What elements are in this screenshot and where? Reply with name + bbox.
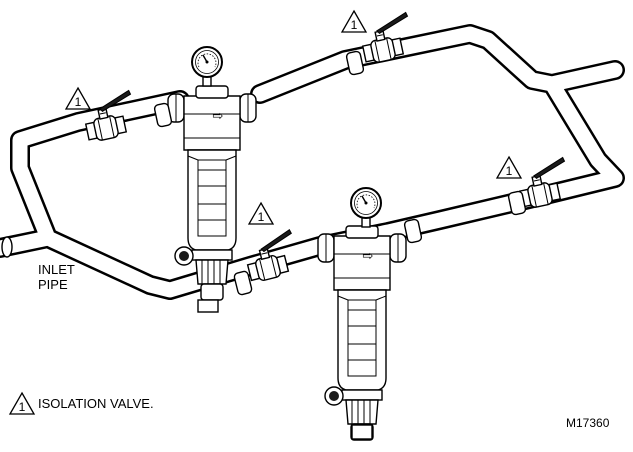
svg-text:1: 1 — [351, 18, 358, 32]
svg-text:1: 1 — [506, 164, 513, 178]
legend-text: ISOLATION VALVE. — [38, 396, 154, 411]
callout-triangle-2: 1 — [341, 10, 367, 33]
inlet-label-line2: PIPE — [38, 277, 68, 292]
filter-lower: ⇨ — [317, 225, 407, 441]
svg-text:1: 1 — [19, 400, 26, 414]
flow-arrow: ⇨ — [363, 249, 374, 264]
pipe-coupling — [507, 190, 527, 216]
pipe-network — [0, 24, 625, 300]
inlet-label-line1: INLET — [38, 262, 75, 277]
filter-upper: ⇨ — [167, 85, 257, 301]
pressure-gauge-upper — [191, 46, 223, 87]
legend-callout-icon: 1 — [9, 392, 35, 415]
svg-text:1: 1 — [258, 210, 265, 224]
figure-code: M17360 — [566, 416, 610, 430]
pipe-coupling — [233, 270, 253, 296]
pipe-coupling — [403, 218, 423, 244]
pipe-coupling — [345, 50, 365, 76]
svg-text:1: 1 — [75, 95, 82, 109]
pipe-coupling — [153, 102, 173, 128]
drain-outlet-lower — [351, 424, 373, 440]
flow-arrow: ⇨ — [213, 109, 224, 124]
pressure-gauge-lower — [350, 187, 382, 228]
inlet-pipe-end — [1, 236, 13, 258]
callout-triangle-1: 1 — [65, 87, 91, 110]
drain-outlet-upper — [197, 299, 219, 313]
callout-triangle-4: 1 — [248, 202, 274, 225]
callout-triangle-3: 1 — [496, 156, 522, 179]
